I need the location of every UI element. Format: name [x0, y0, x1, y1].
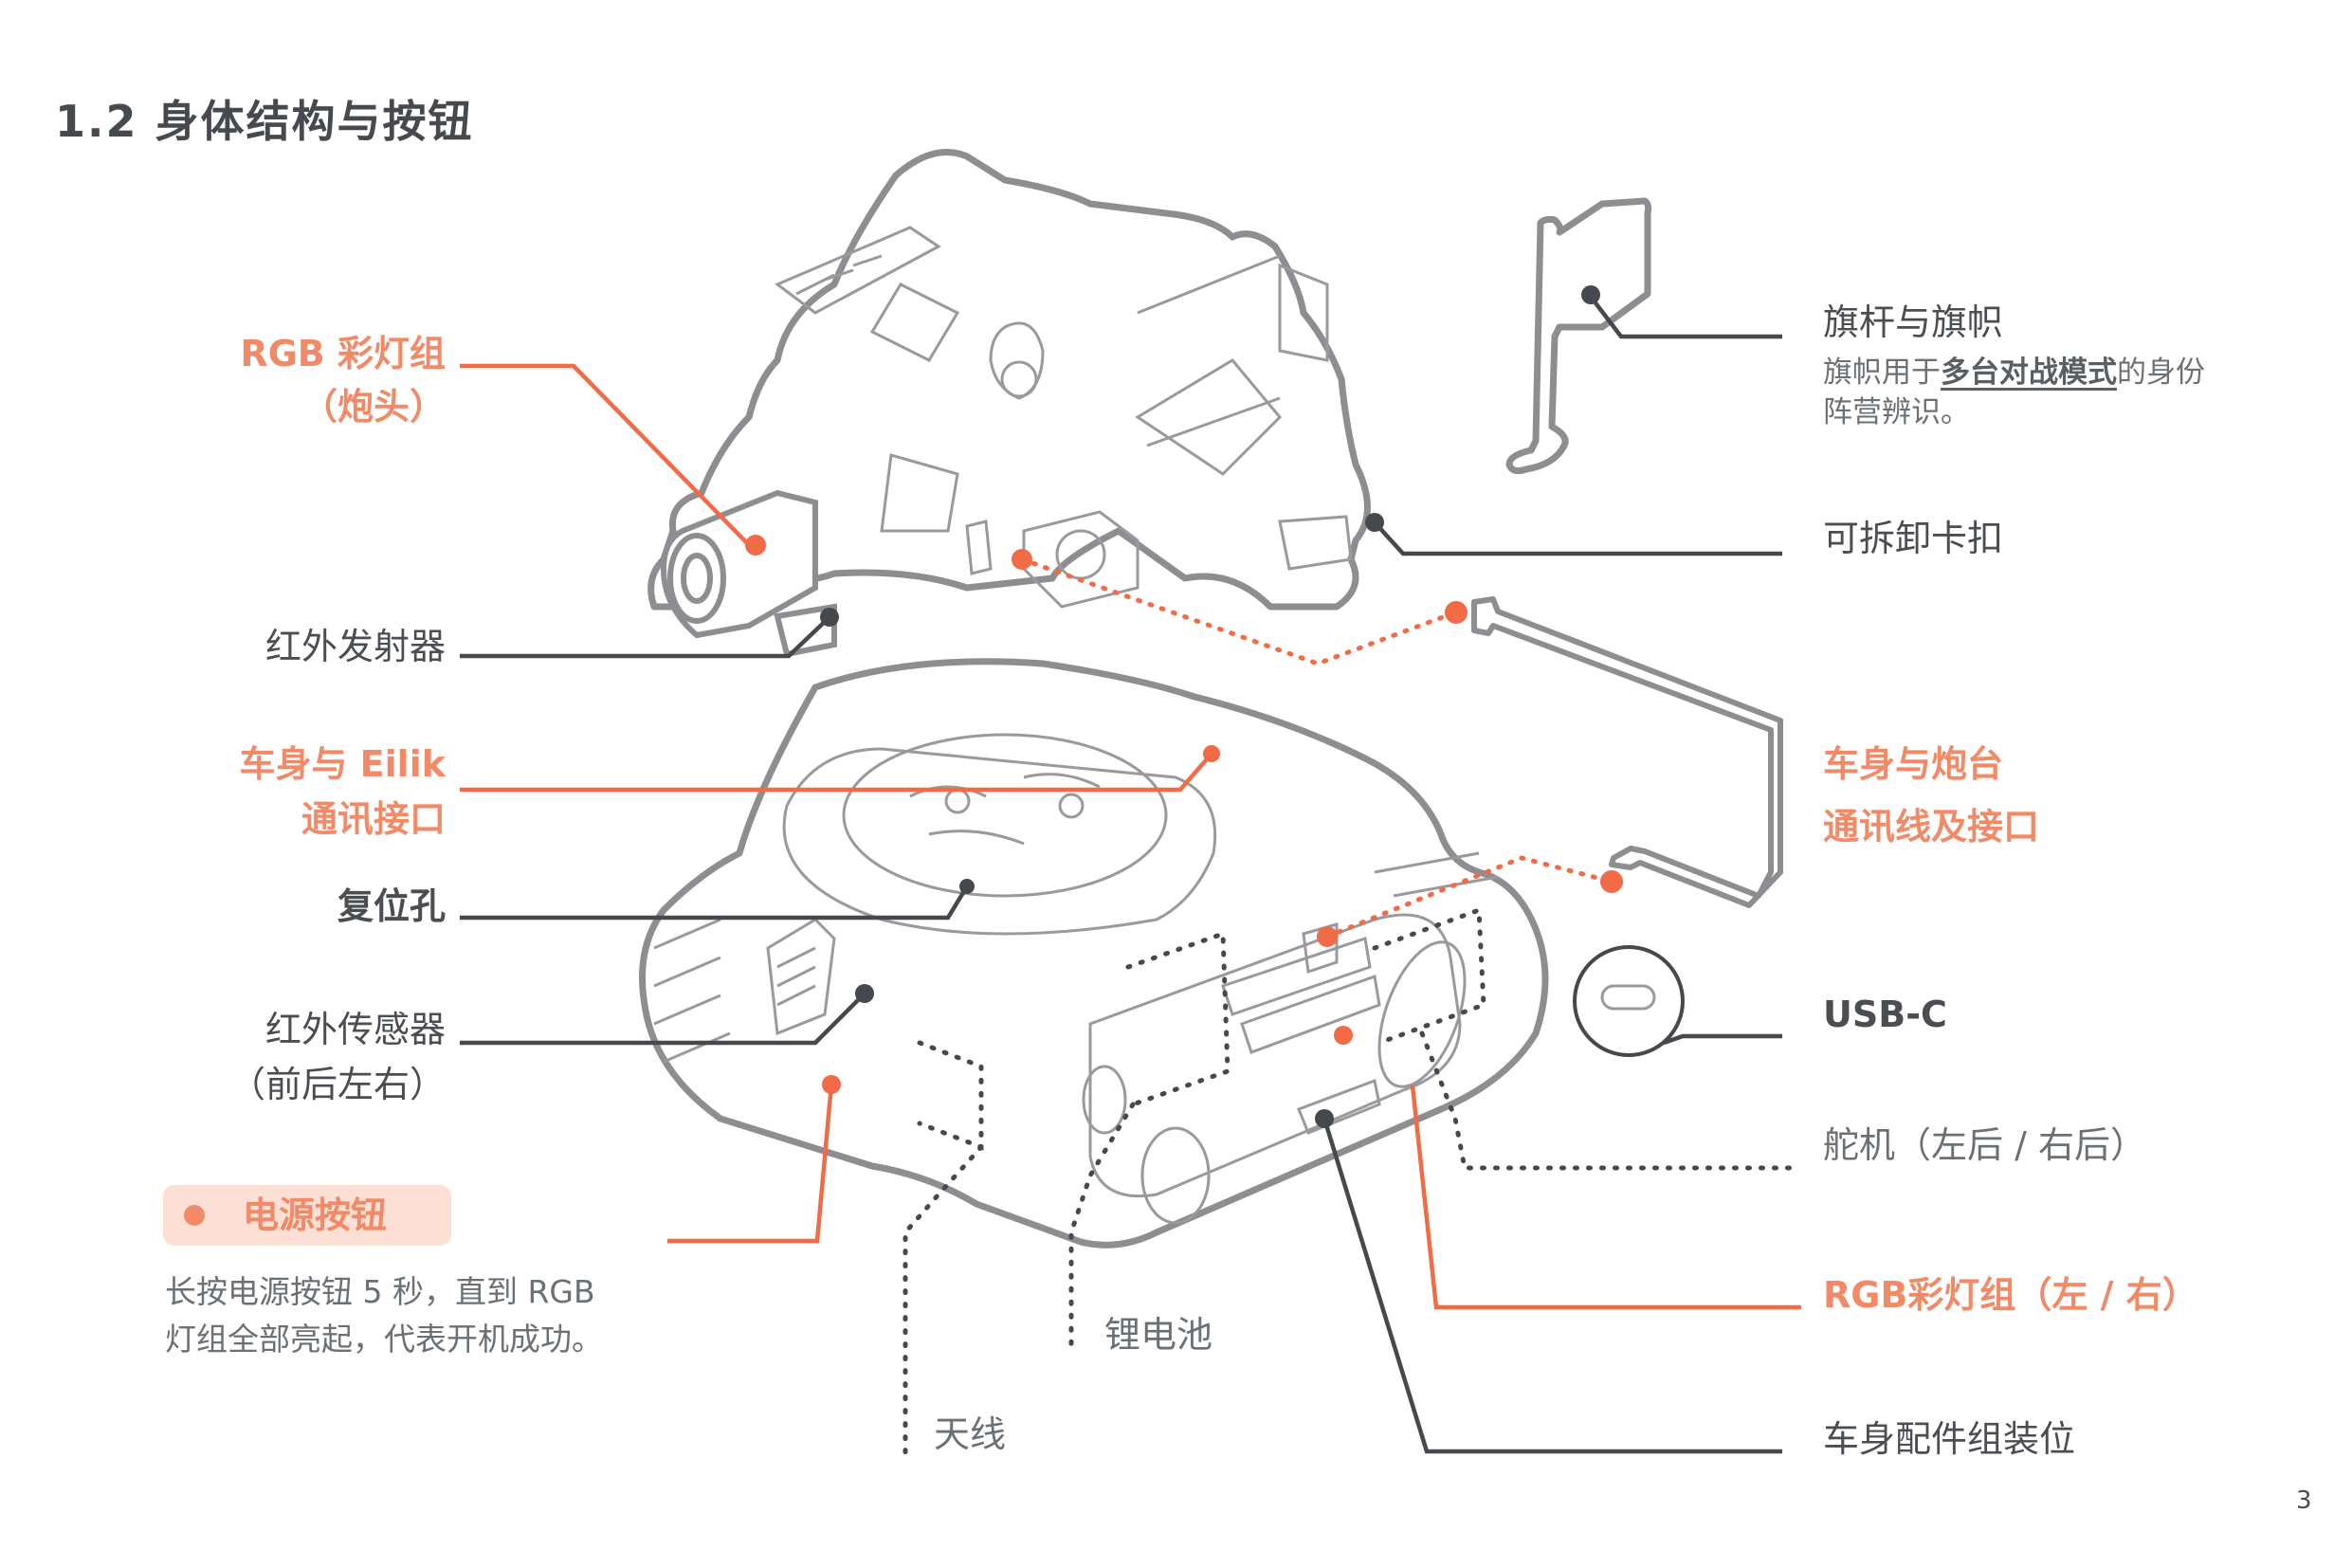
- label-ir-emitter: 红外发射器: [264, 626, 446, 667]
- leader-eilik-port: [460, 752, 1213, 793]
- leader-rgb-sides: [1410, 1085, 1801, 1310]
- leader-ir-emitter: [460, 615, 831, 659]
- label-eilik-port-line2: 通讯接口: [301, 798, 446, 840]
- label-reset-hole: 复位孔: [337, 885, 446, 927]
- label-battery: 锂电池: [1104, 1314, 1213, 1356]
- dotted-turret-to-cable: [1019, 556, 1453, 666]
- flag-desc-emphasis: 多台对战模式: [1941, 356, 2117, 390]
- label-turret-cable-line1: 车身与炮台: [1823, 743, 2004, 785]
- flag-illustration: [1505, 197, 1652, 475]
- leader-lines-orange: [460, 363, 1801, 1310]
- dotted-servo-box: [1372, 906, 1486, 1046]
- label-ir-sensor-line2: （前后左右）: [228, 1064, 446, 1105]
- leader-dots-orange: [745, 535, 1623, 1094]
- leader-dots-dark: [820, 285, 1600, 1128]
- dotted-antenna-lead: [1068, 1102, 1136, 1349]
- leader-power-button: [667, 1084, 834, 1244]
- label-rgb-head-line1: RGB 彩灯组: [240, 333, 446, 374]
- body-details: [653, 733, 1499, 1225]
- label-turret-cable-line2: 通讯线及接口: [1823, 806, 2040, 848]
- leader-ir-sensor: [460, 994, 865, 1046]
- bullet-dot-icon: [184, 1205, 205, 1226]
- dotted-battery-lead: [903, 1144, 984, 1463]
- page-title: 1.2 身体结构与按钮: [55, 96, 474, 147]
- label-servo: 舵机（左后 / 右后）: [1823, 1124, 2146, 1166]
- label-flag: 旗杆与旗帜: [1823, 301, 2004, 343]
- power-button-badge: 电源按钮: [163, 1185, 451, 1246]
- turret-details: [775, 226, 1353, 609]
- leader-reset-hole: [460, 884, 969, 921]
- dotted-battery-box: [917, 1040, 984, 1151]
- label-ir-sensor-line1: 红外传感器: [264, 1009, 446, 1050]
- leader-lines-dark: [460, 295, 1782, 1454]
- connector-dotted-orange: [1019, 556, 1614, 939]
- label-usb-c: USB-C: [1823, 994, 1947, 1035]
- label-antenna: 天线: [934, 1413, 1007, 1455]
- power-button-label: 电源按钮: [243, 1194, 388, 1236]
- flag-desc-prefix: 旗帜用于: [1823, 356, 1941, 390]
- dotted-servo-lead: [1419, 1030, 1795, 1171]
- dotted-body-to-cable: [1324, 855, 1614, 939]
- cable-illustration: [1471, 596, 1783, 908]
- flag-desc-line1: 旗帜用于多台对战模式的身份: [1823, 351, 2205, 394]
- flag-desc-suffix: 的身份: [2117, 356, 2205, 390]
- turret-illustration: [647, 149, 1371, 611]
- page-number: 3: [2296, 1486, 2312, 1515]
- label-accessory-mount: 车身配件组装位: [1823, 1418, 2076, 1460]
- leader-clip: [1373, 520, 1782, 556]
- leader-flag: [1589, 295, 1782, 339]
- body-illustration: [639, 658, 1549, 1249]
- leader-usb-c: [1663, 1033, 1782, 1046]
- label-eilik-port-line1: 车身与 Eilik: [239, 743, 446, 785]
- label-rgb-head-line2: （炮头）: [301, 386, 446, 428]
- label-detachable-clip: 可拆卸卡扣: [1823, 518, 2004, 559]
- power-desc-line1: 长按电源按钮 5 秒，直到 RGB: [165, 1273, 595, 1310]
- turret-barrel: [660, 489, 837, 658]
- usb-c-magnifier: [1573, 945, 1685, 1057]
- connector-dotted-dark: [903, 906, 1795, 1463]
- power-desc-line2: 灯组全部亮起，代表开机成功。: [165, 1321, 603, 1358]
- leader-rgb-head: [460, 363, 756, 552]
- flag-desc-line2: 阵营辨识。: [1823, 395, 1970, 429]
- leader-accessory-mount: [1322, 1118, 1782, 1454]
- label-rgb-sides: RGB彩灯组（左 / 右）: [1823, 1274, 2198, 1316]
